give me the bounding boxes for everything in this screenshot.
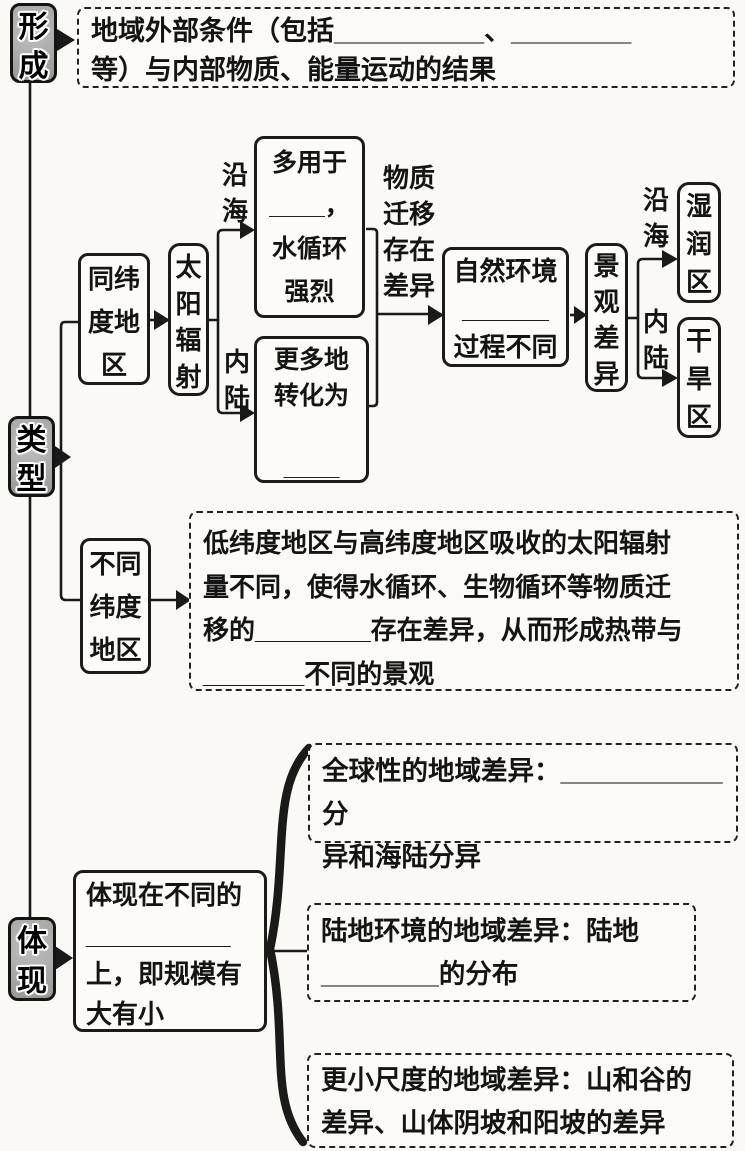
arrow-to-landscape-icon	[574, 306, 587, 324]
box-manifest-scale: 体现在不同的 __________ 上，即规模有 大有小	[73, 870, 267, 1032]
box-solar-radiation: 太 阳 辐 射	[168, 243, 209, 396]
arrow-inland-icon	[240, 404, 255, 422]
arrow-type-icon	[55, 446, 71, 468]
formation-note: 地域外部条件（包括__________、________ 等）与内部物质、能量运…	[77, 7, 735, 88]
arrowheads	[55, 29, 678, 970]
box-coastal-watercycle: 多用于 ____， 水循环 强烈	[254, 136, 365, 318]
label-inland-1: 内 陆	[223, 347, 250, 413]
box-arid-zone: 干 旱 区	[677, 317, 721, 438]
arrow-to-arid-icon	[662, 369, 678, 387]
box-humid-zone: 湿 润 区	[677, 182, 721, 303]
box-inland-convert: 更多地 转化为 ____	[254, 336, 369, 483]
land-diff-note: 陆地环境的地域差异：陆地 ________的分布	[307, 903, 696, 1002]
box-landscape-diff: 景 观 差 异	[585, 243, 628, 392]
label-type: 类 型	[8, 416, 55, 497]
arrow-manifest-icon	[55, 946, 73, 970]
label-manifestation: 体 现	[8, 917, 56, 1001]
arrow-to-process-icon	[428, 305, 444, 325]
landscape-split-bracket	[627, 257, 663, 380]
box-same-latitude: 同纬 度地 区	[78, 253, 150, 385]
arrow-coastal-icon	[240, 221, 255, 239]
big-brace	[265, 743, 314, 1147]
arrow-formation-icon	[57, 29, 75, 51]
arrow-to-solar-icon	[154, 310, 170, 330]
label-coastal-1: 沿 海	[221, 160, 248, 226]
connector-paths	[28, 83, 663, 1147]
global-diff-note: 全球性的地域差异：___________分 异和海陆分异	[308, 743, 738, 872]
label-inland-2: 内 陆	[642, 307, 669, 373]
merge-bracket	[366, 227, 430, 408]
diff-latitude-note: 低纬度地区与高纬度地区吸收的太阳辐射 量不同，使得水循环、生物循环等物质迁 移的…	[189, 511, 739, 691]
box-environment-process: 自然环境 ______ 过程不同	[442, 247, 569, 367]
arrow-to-humid-icon	[662, 250, 678, 268]
arrow-difflat-icon	[176, 590, 191, 610]
label-formation: 形 成	[10, 3, 57, 83]
small-scale-diff-note: 更小尺度的地域差异：山和谷的 差异、山体阴坡和阳坡的差异	[307, 1053, 734, 1148]
box-diff-latitude: 不同 纬度 地区	[80, 538, 151, 674]
label-coastal-2: 沿 海	[642, 185, 669, 251]
label-matter-transfer: 物质 迁移 存在 差异	[382, 163, 435, 301]
solar-split-bracket	[209, 228, 244, 415]
